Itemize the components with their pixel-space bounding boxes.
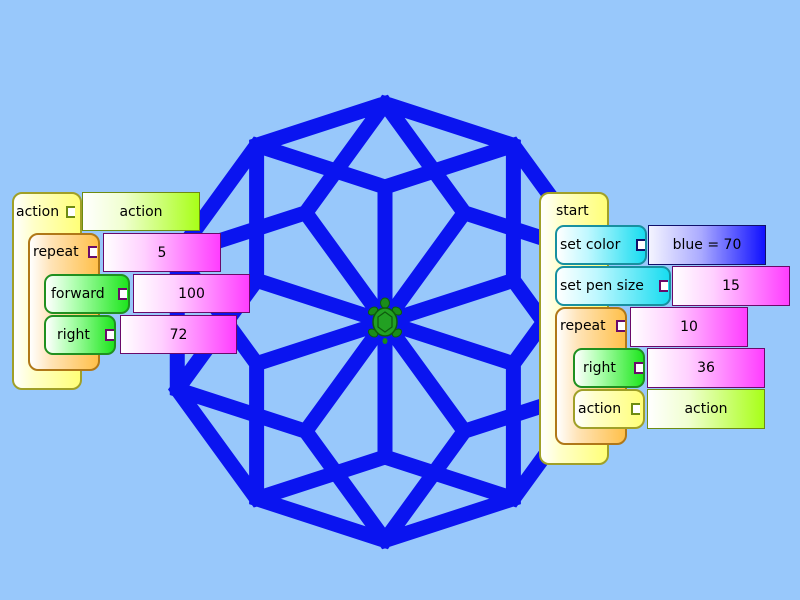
start-right-label: right [583, 360, 616, 376]
set-pen-size-label: set pen size [560, 278, 644, 294]
forward-block[interactable] [44, 274, 130, 314]
start-repeat-count-field[interactable]: 10 [630, 307, 748, 347]
set-color-socket [636, 239, 645, 251]
right-block[interactable] [44, 315, 116, 355]
action-call-socket [631, 403, 640, 415]
start-right-socket [634, 362, 643, 374]
set-pen-size-socket [659, 280, 668, 292]
set-color-block[interactable] [555, 225, 647, 265]
action-name-socket [66, 206, 75, 218]
turtle-icon[interactable] [365, 297, 405, 345]
action-name-field[interactable]: action [82, 192, 200, 231]
set-pen-size-field[interactable]: 15 [672, 266, 790, 306]
right-angle-field[interactable]: 72 [120, 315, 237, 354]
forward-distance-field[interactable]: 100 [133, 274, 250, 313]
right-label: right [57, 327, 90, 343]
start-right-block[interactable] [573, 348, 645, 388]
start-repeat-label: repeat [560, 318, 606, 334]
forward-distance-socket [118, 288, 127, 300]
start-right-angle-field[interactable]: 36 [647, 348, 765, 388]
start-label: start [556, 203, 589, 219]
action-call-label: action [578, 401, 622, 417]
start-repeat-socket [616, 320, 625, 332]
repeat-count-socket [88, 246, 97, 258]
action-hat-label: action [16, 204, 60, 220]
right-angle-socket [105, 329, 114, 341]
set-color-label: set color [560, 237, 621, 253]
set-color-field[interactable]: blue = 70 [648, 225, 766, 265]
action-call-name-field[interactable]: action [647, 389, 765, 429]
repeat-count-field[interactable]: 5 [103, 233, 221, 272]
repeat-label: repeat [33, 244, 79, 260]
set-pen-size-block[interactable] [555, 266, 671, 306]
forward-label: forward [51, 286, 105, 302]
